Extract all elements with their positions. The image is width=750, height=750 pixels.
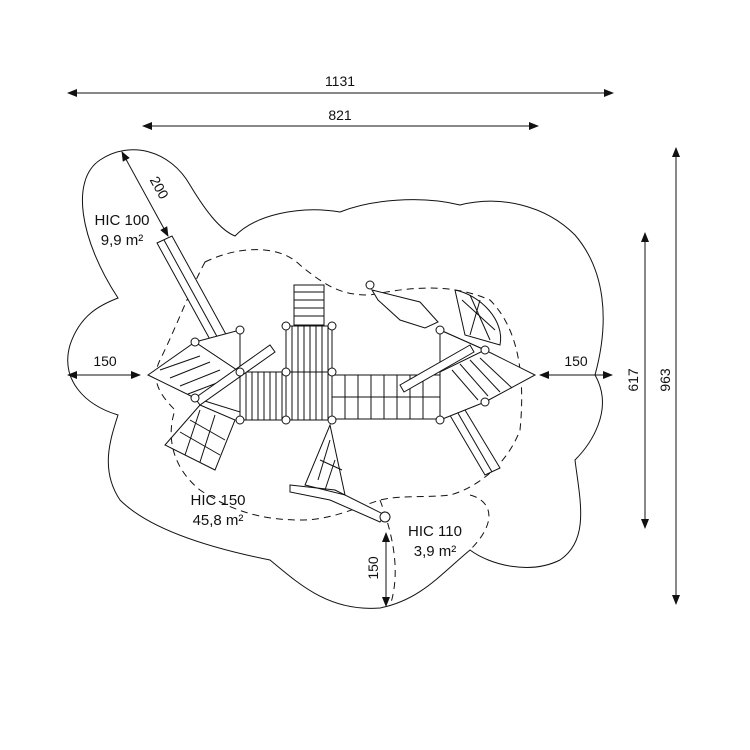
zone-hic100-label: HIC 100 <box>94 212 149 229</box>
zone-hic100-area: 9,9 m² <box>101 232 144 249</box>
center-deck-tower <box>285 325 333 373</box>
right-bow-deck <box>439 329 537 421</box>
center-deck-main <box>285 371 333 421</box>
telescope <box>365 280 439 329</box>
overall-depth-label: 963 <box>657 368 673 392</box>
posts <box>190 321 490 523</box>
zone-hic150-label: HIC 150 <box>190 492 245 509</box>
clearance-slide-label: 200 <box>147 173 172 201</box>
safety-zone-outline <box>67 149 604 609</box>
tower-ladder <box>293 284 325 326</box>
clearance-right-label: 150 <box>564 353 588 369</box>
impact-area-outline <box>155 249 523 521</box>
left-bow-deck <box>147 329 241 413</box>
center-deck-left <box>239 371 287 421</box>
zone-hic150-area: 45,8 m² <box>193 512 244 529</box>
rope-climber <box>304 423 346 496</box>
clearance-bottom-label: 150 <box>365 556 381 580</box>
right-slide <box>447 404 501 476</box>
slide-zone-dashed-2 <box>469 494 490 551</box>
structure-depth-label: 617 <box>625 368 641 392</box>
structure-width-label: 821 <box>328 107 352 123</box>
beams <box>194 344 475 523</box>
overall-width-label: 1131 <box>325 73 355 89</box>
zone-hic110-label: HIC 110 <box>408 523 462 540</box>
structure <box>147 235 537 523</box>
clearance-slide-arrow <box>121 151 169 237</box>
zone-hic110-area: 3,9 m² <box>414 543 457 560</box>
climbing-net-right <box>454 289 502 346</box>
bridge <box>331 374 441 420</box>
left-slide <box>156 235 229 346</box>
climbing-net-left <box>164 404 236 471</box>
dimension-lines <box>67 89 680 607</box>
clearance-left-label: 150 <box>93 353 117 369</box>
